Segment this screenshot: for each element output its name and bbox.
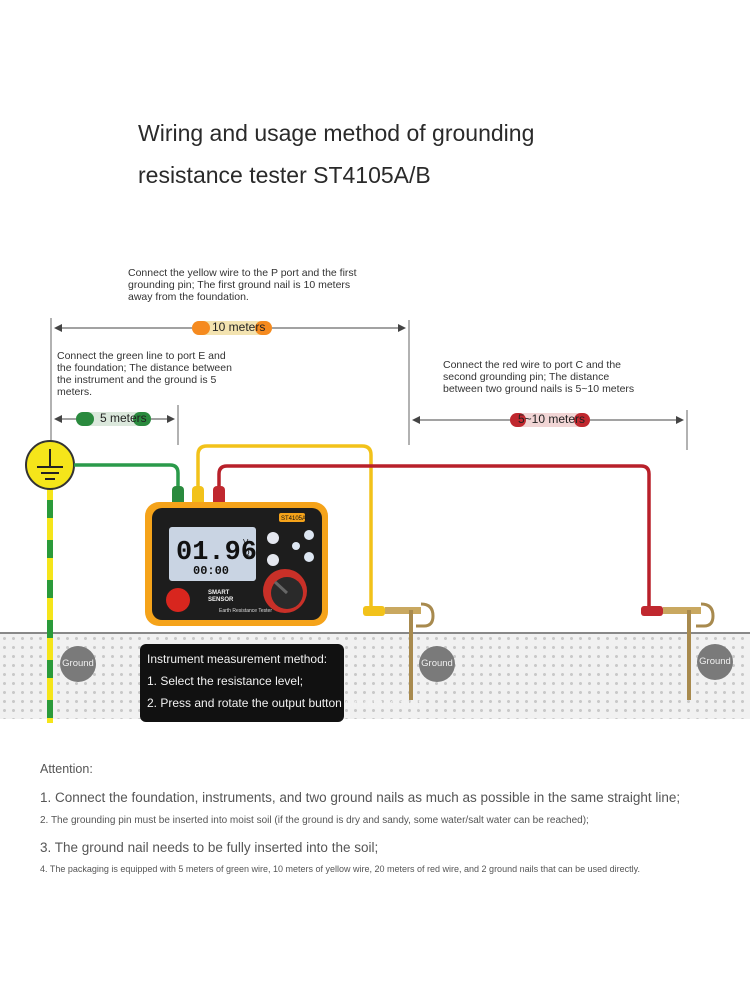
- attention-item-2: 2. The grounding pin must be inserted in…: [40, 815, 589, 826]
- test-button: [166, 588, 190, 612]
- earth-ground-icon: [25, 440, 75, 490]
- soil-ground: Ground Ground Ground: [0, 632, 750, 719]
- model-label: ST4105A: [281, 516, 306, 522]
- down-button: [267, 554, 279, 566]
- length-label-5m: 5 meters: [100, 411, 147, 425]
- ground-label-foundation: Ground: [60, 646, 96, 682]
- attention-section: Attention: 1. Connect the foundation, in…: [40, 762, 740, 874]
- length-label-10m: 10 meters: [212, 320, 265, 334]
- lcd-main-reading: 01.96: [176, 538, 257, 568]
- yellow-wire: [196, 444, 373, 612]
- length-label-5-10m: 5~10 meters: [518, 412, 585, 426]
- lcd-unit-v: V: [243, 538, 249, 547]
- title-line-1: Wiring and usage method of grounding: [138, 120, 535, 146]
- method-title: Instrument measurement method:: [147, 652, 328, 666]
- attention-item-4: 4. The packaging is equipped with 5 mete…: [40, 864, 640, 874]
- function-button-3: [292, 542, 300, 550]
- attention-item-1: 1. Connect the foundation, instruments, …: [40, 790, 681, 805]
- green-wire-coil-icon: [76, 412, 151, 426]
- attention-item-3: 3. The ground nail needs to be fully ins…: [40, 840, 379, 855]
- first-ground-nail: [363, 602, 435, 700]
- foundation-pole: [47, 488, 53, 723]
- device-name: Earth Resistance Tester: [219, 608, 272, 614]
- red-wire-note: Connect the red wire to port C and the s…: [443, 359, 635, 395]
- ground-label-first-pin: Ground: [419, 646, 455, 682]
- green-wire: [74, 463, 180, 490]
- function-button-2: [304, 552, 314, 562]
- lcd-unit-ohm: Ω: [243, 548, 250, 558]
- red-wire: [217, 464, 651, 612]
- brand-line-2: SENSOR: [208, 597, 234, 603]
- grounding-resistance-tester: 01.96 V Ω 00:00 ST4105A SMART SENSOR Ear…: [145, 502, 328, 626]
- page-title: Wiring and usage method of grounding res…: [138, 112, 618, 196]
- lcd-time-reading: 00:00: [193, 564, 229, 578]
- up-button: [267, 532, 279, 544]
- yellow-wire-note: Connect the yellow wire to the P port an…: [128, 267, 357, 303]
- method-step-2: 2. Press and rotate the output button si…: [147, 696, 425, 710]
- ground-label-second-pin: Ground: [697, 644, 733, 680]
- attention-heading: Attention:: [40, 762, 93, 776]
- title-line-2: resistance tester ST4105A/B: [138, 162, 431, 188]
- brand-line-1: SMART: [208, 590, 230, 596]
- second-ground-nail: [641, 602, 715, 700]
- yellow-wire-coil-icon: [192, 321, 272, 335]
- red-wire-coil-icon: [510, 413, 590, 427]
- lcd-display: [169, 527, 256, 581]
- function-button-1: [304, 530, 314, 540]
- measurement-method-box: Instrument measurement method: 1. Select…: [140, 644, 425, 722]
- green-wire-note: Connect the green line to port E and the…: [57, 350, 232, 398]
- method-step-1: 1. Select the resistance level;: [147, 674, 304, 688]
